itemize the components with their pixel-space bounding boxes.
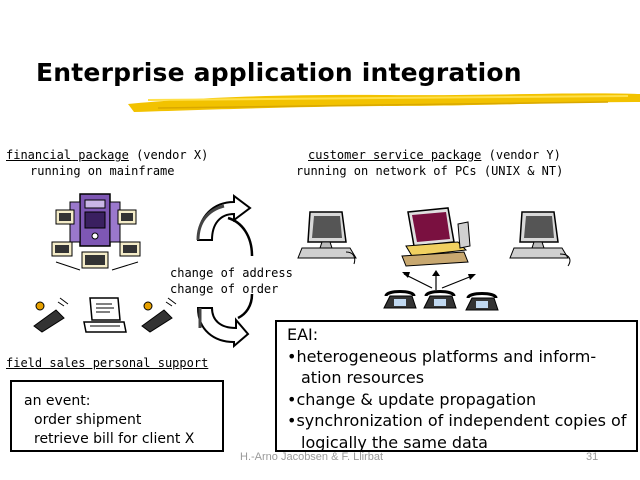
event-line-order-shipment: order shipment: [34, 412, 142, 428]
page-number: 31: [586, 451, 599, 463]
mobile-phone-icon: [33, 297, 69, 333]
eai-bullet-synchronization: •synchronization of independent copies o…: [287, 411, 627, 430]
eai-bullet-synchronization-cont: logically the same data: [301, 432, 488, 452]
event-line-retrieve-bill: retrieve bill for client X: [34, 431, 195, 447]
server-computer-icon: [401, 207, 471, 267]
financial-platform-label: running on mainframe: [30, 164, 175, 178]
eai-bullet-heterogeneous: •heterogeneous platforms and inform-: [287, 346, 597, 366]
field-sales-label: field sales personal support: [6, 356, 209, 370]
eai-bullet-heterogeneous-cont: ation resources: [301, 368, 425, 387]
event-box: an event: order shipment retrieve bill f…: [10, 380, 224, 452]
eai-heading: EAI:: [287, 325, 319, 344]
customer-package-label: customer service package (vendor Y): [308, 148, 561, 162]
mobile-phone-icon: [141, 297, 177, 333]
eai-box: EAI: •heterogeneous platforms and inform…: [275, 320, 638, 452]
telephone-icon: [383, 290, 417, 309]
telephone-icon: [423, 290, 457, 309]
eai-bullet-propagation: •change & update propagation: [287, 389, 537, 409]
event-heading: an event:: [24, 393, 91, 409]
desktop-pc-icon: [509, 211, 571, 267]
change-of-order-label: change of order: [170, 282, 279, 296]
title-underline-brush: [128, 93, 640, 112]
mainframe-cluster-icon: [51, 193, 141, 271]
circular-arrows-icon: [196, 194, 254, 349]
slide-footer: H.-Arno Jacobsen & F. Llirbat: [240, 451, 384, 463]
change-of-address-label: change of address: [170, 266, 293, 280]
telephone-icon: [465, 292, 499, 311]
laptop-icon: [83, 297, 127, 333]
connection-arrows: [402, 270, 476, 290]
customer-platform-label: running on network of PCs (UNIX & NT): [296, 164, 564, 178]
desktop-pc-icon: [297, 211, 357, 265]
slide-title: Enterprise application integration: [36, 58, 522, 87]
financial-package-label: financial package (vendor X): [6, 148, 209, 162]
